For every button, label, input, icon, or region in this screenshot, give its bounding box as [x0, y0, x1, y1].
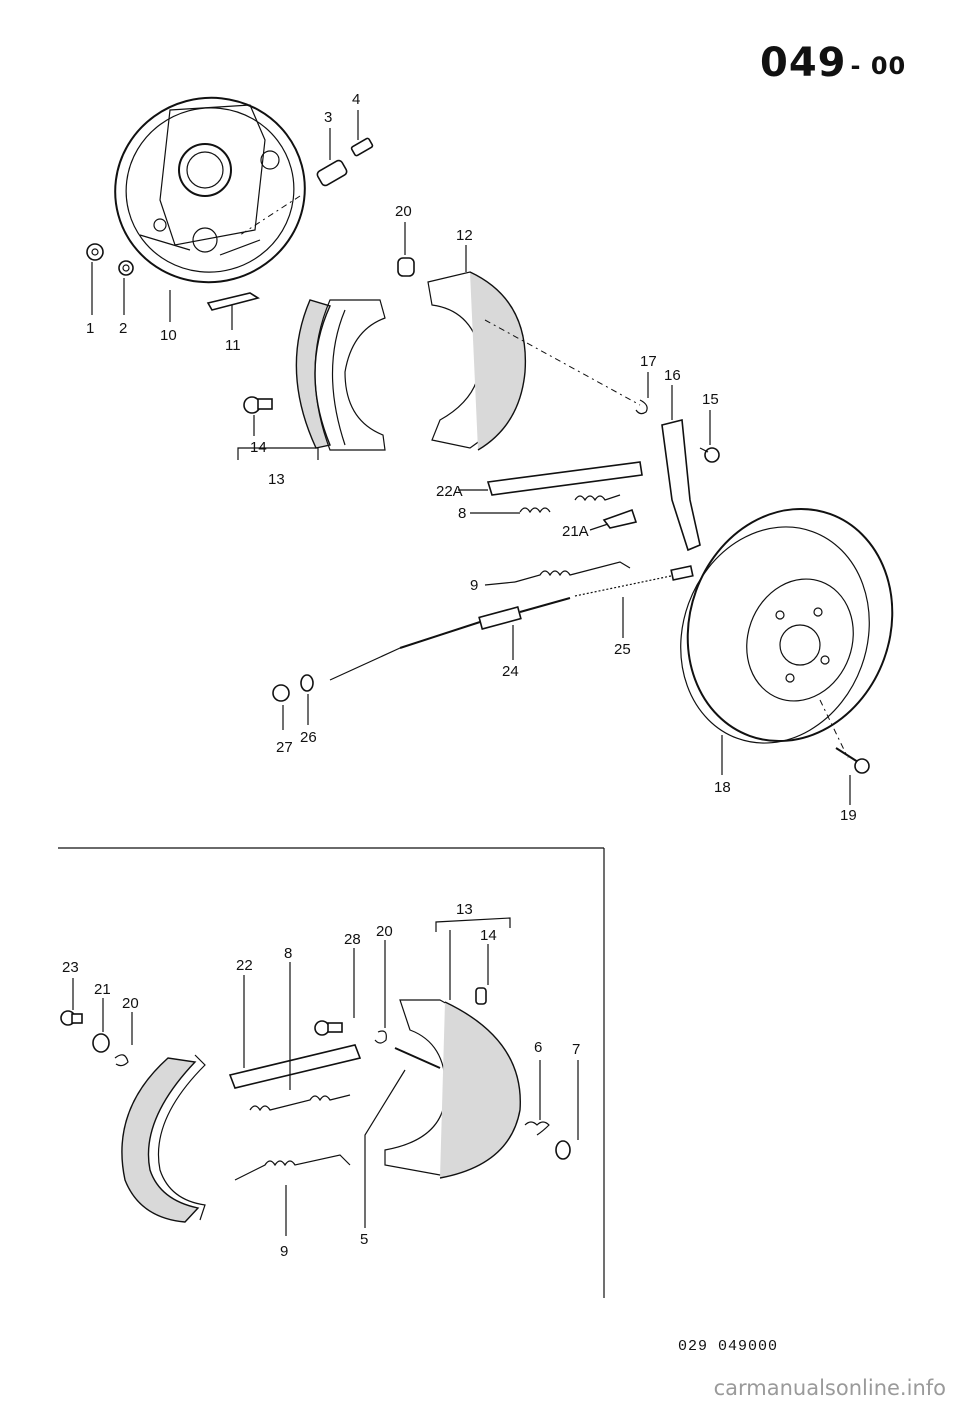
washer-21 — [92, 1033, 110, 1053]
page-code: 049- 00 — [760, 40, 906, 86]
brake-shoe-pair-upper — [295, 299, 386, 451]
adjusting-bolt — [699, 447, 720, 463]
callout-9-top: 9 — [470, 577, 478, 594]
support-bracket — [206, 292, 260, 311]
callout-8-top: 8 — [458, 505, 466, 522]
callout-12: 12 — [456, 227, 473, 244]
page-code-suffix: - 00 — [850, 52, 907, 80]
callout-7: 7 — [572, 1041, 580, 1058]
callout-22a: 22A — [436, 483, 463, 500]
callout-2: 2 — [119, 320, 127, 337]
callout-6: 6 — [534, 1039, 542, 1056]
lower-spring — [234, 1154, 351, 1181]
callout-labels: 1 2 10 11 3 4 20 12 14 13 17 16 15 22A 8… — [62, 91, 857, 1260]
leader-lines — [72, 110, 851, 1236]
clip-lower — [374, 1030, 387, 1044]
callout-5: 5 — [360, 1231, 368, 1248]
callout-11: 11 — [225, 337, 241, 354]
callout-26: 26 — [300, 729, 317, 746]
callout-14-top: 14 — [250, 439, 267, 456]
rubber-plug — [397, 257, 415, 277]
callout-21: 21 — [94, 981, 111, 998]
return-spring-lower-upper — [514, 561, 631, 583]
callout-28: 28 — [344, 931, 361, 948]
callout-18: 18 — [714, 779, 731, 796]
drawing-code: 029 049000 — [678, 1338, 779, 1355]
backing-plate — [114, 96, 306, 284]
callout-19: 19 — [840, 807, 857, 824]
callout-13-bottom: 13 — [456, 901, 473, 918]
callout-25: 25 — [614, 641, 631, 658]
callout-15: 15 — [702, 391, 719, 408]
retaining-nuts — [86, 243, 134, 276]
callout-9-bottom: 9 — [280, 1243, 288, 1260]
callout-20-left: 20 — [122, 995, 139, 1012]
callout-22: 22 — [236, 957, 253, 974]
shoe-hold-pin-lower — [475, 987, 487, 1005]
retaining-clip — [635, 399, 648, 415]
adjuster-wedge — [602, 508, 638, 529]
push-rod-strut-lower — [228, 1044, 362, 1089]
clip-20 — [114, 1054, 129, 1067]
push-rod-strut — [486, 461, 643, 496]
callout-1: 1 — [86, 320, 94, 337]
washer — [300, 674, 314, 692]
wheel-cylinder — [239, 137, 374, 236]
callout-16: 16 — [664, 367, 681, 384]
drum-bolt — [835, 747, 870, 774]
callout-3: 3 — [324, 109, 332, 126]
handbrake-cable — [329, 565, 694, 681]
pivot-bolt — [314, 1020, 343, 1036]
callout-14-bottom: 14 — [480, 927, 497, 944]
bolt-23 — [60, 1010, 83, 1026]
hold-down-spring — [524, 1121, 550, 1136]
brake-drum — [680, 507, 894, 744]
callout-23: 23 — [62, 959, 79, 976]
brake-shoe-lower-right — [384, 999, 521, 1179]
watermark: carmanualsonline.info — [713, 1376, 946, 1400]
callout-10: 10 — [160, 327, 177, 344]
brake-shoe-lower-left — [121, 1054, 206, 1223]
adjusting-lever — [661, 418, 701, 552]
callout-20-top: 20 — [395, 203, 412, 220]
return-spring-upper — [519, 494, 621, 514]
callout-24: 24 — [502, 663, 519, 680]
callout-21a: 21A — [562, 523, 589, 540]
return-spring-lower — [249, 1094, 351, 1112]
callout-4: 4 — [352, 91, 360, 108]
callout-8-bottom: 8 — [284, 945, 292, 962]
spring-cup — [555, 1140, 571, 1160]
shoe-hold-pin-upper — [243, 396, 273, 414]
callout-27: 27 — [276, 739, 293, 756]
nut — [272, 684, 290, 702]
callout-17: 17 — [640, 353, 657, 370]
callout-20-bottom: 20 — [376, 923, 393, 940]
brake-shoe-upper — [427, 271, 527, 451]
pin-5 — [394, 1047, 441, 1069]
callout-13-top: 13 — [268, 471, 285, 488]
page-code-number: 049 — [760, 40, 847, 86]
